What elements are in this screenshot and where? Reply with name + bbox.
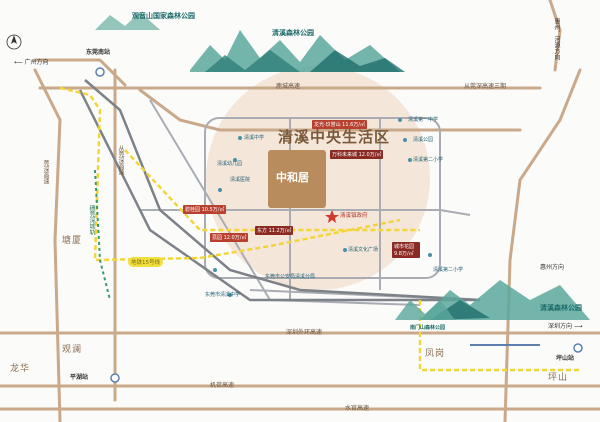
poi-dot (428, 253, 432, 257)
district-fenggang: 凤岗 (425, 349, 446, 359)
direction-huizhou-top: 惠州、河源方向 (553, 18, 560, 60)
road-shenwai: 深圳外环高速 (286, 329, 323, 336)
poi-label: 清溪第二小学 (433, 267, 464, 273)
poi-dot (408, 158, 412, 162)
direction-guangzhou: ⟵ 广州方向 (14, 59, 49, 66)
brand-box (268, 150, 326, 208)
direction-shenzhen: 深圳方向 ⟶ (548, 323, 583, 330)
songshan-rail (94, 169, 111, 301)
poi-dot (233, 158, 237, 162)
poi-dot (213, 268, 217, 272)
price-tag: 荔园 12.0万/㎡ (210, 233, 249, 242)
station-dongguan-south: 东莞南站 (86, 49, 111, 56)
pinghu-station-dot (110, 373, 120, 383)
poi-label: 清溪文化广场 (348, 247, 379, 253)
district-longhua: 龙华 (10, 364, 31, 374)
central-zone-title: 清溪中央生活区 (278, 128, 391, 146)
district-guanlan: 观澜 (62, 345, 83, 355)
station-pinghu: 平湖站 (70, 374, 89, 381)
railway-line (84, 79, 481, 302)
mountain-illustration-top (190, 30, 405, 72)
dongguan-south-station-dot (95, 67, 105, 77)
government-star-icon (325, 210, 339, 223)
road-congguan-vertical: 从莞深高速 (117, 145, 124, 175)
poi-dot (398, 118, 402, 122)
inner-ring-road (204, 117, 441, 279)
price-tag: 东方 11.2万/㎡ (255, 226, 294, 235)
district-tangxia: 塘厦 (62, 236, 83, 246)
poi-label: 清溪第二小学 (413, 157, 444, 163)
mountain-illustration-nw (95, 12, 160, 30)
poi-dot (403, 138, 407, 142)
mountain-illustration-south (395, 300, 455, 320)
road-songshan-rail: 穗莞深城轨 (88, 205, 95, 235)
price-tag: 万科未来城 12.0万/㎡ (330, 150, 384, 159)
nw-ramp (33, 58, 127, 87)
metro-line-east (418, 300, 580, 372)
park-qingxi: 清溪森林公园 (272, 29, 314, 37)
poi-dot (343, 248, 347, 252)
park-qingxi-right: 清溪森林公园 (540, 304, 582, 312)
road-jichang: 机荷高速 (210, 382, 235, 389)
west-road (33, 68, 62, 422)
poi-label: 清溪第一中学 (408, 117, 439, 123)
price-tag: 城市花园 9.8万/㎡ (392, 242, 420, 258)
price-tag: 龙光·玖誉山 11.6万/㎡ (312, 120, 367, 129)
district-pingshan: 坪山 (548, 373, 569, 383)
north-road (138, 88, 522, 132)
station-pingshan: 坪山站 (556, 355, 575, 362)
poi-label: 清溪中学 (244, 135, 265, 141)
road-shuiguan: 水官高速 (345, 405, 370, 412)
east-connector (439, 209, 471, 216)
railway-line-2 (78, 89, 480, 302)
poi-label: 东莞市公安局清溪分局 (265, 274, 316, 280)
compass-icon (6, 34, 22, 50)
metro-line-branch (124, 149, 420, 232)
park-nanmenshan: 南门山森林公园 (410, 325, 446, 331)
price-tag: 碧桂园 10.5万/㎡ (183, 205, 227, 214)
road-lujiao: 鹿城高速 (276, 83, 301, 90)
poi-label: 东莞市清溪中学 (205, 292, 241, 298)
poi-label: 清溪医院 (230, 177, 251, 183)
poi-label: 清溪公园 (413, 137, 434, 143)
pingshan-station-dot (573, 343, 583, 353)
poi-dot (218, 188, 222, 192)
metro-line-15-label: 地铁15号线 (128, 257, 163, 267)
poi-dot (228, 293, 232, 297)
poi-dot (238, 136, 242, 140)
ne-highway (548, 0, 562, 72)
direction-huizhou: 惠州方向 (540, 264, 565, 271)
brand-name: 中和居 (276, 171, 309, 184)
road-yingyang: 莞深高速 (42, 160, 49, 184)
poi-label: 清溪幼儿园 (217, 161, 243, 167)
park-guanyinshan: 观音山国家森林公园 (132, 12, 195, 20)
government-label: 清溪镇政府 (340, 213, 368, 219)
road-congguan: 从莞深高速三期 (464, 83, 507, 90)
